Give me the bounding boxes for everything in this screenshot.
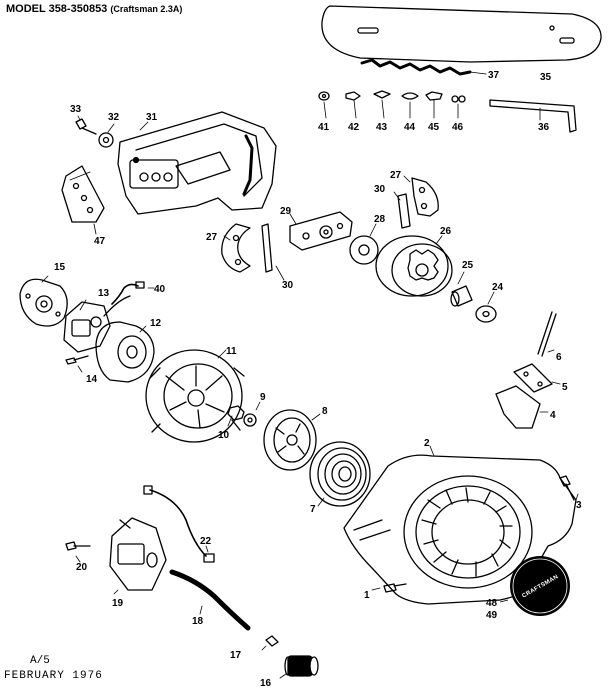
model-number: MODEL 358-350853 <box>6 3 108 15</box>
guide-bar <box>321 5 602 63</box>
callout-46: 46 <box>452 122 464 133</box>
callout-48: 48 <box>486 598 498 609</box>
callout-45: 45 <box>428 122 440 133</box>
magneto-screw <box>65 355 89 365</box>
callout-26: 26 <box>440 226 452 237</box>
callout-19: 19 <box>112 598 124 609</box>
callout-4: 4 <box>550 410 556 421</box>
carburetor <box>109 517 167 591</box>
hex-key <box>489 99 577 133</box>
clutch-shoe-right <box>411 177 439 217</box>
flywheel-washer <box>243 413 257 427</box>
model-header: MODEL 358-350853 (Craftsman 2.3A) <box>6 3 182 15</box>
callout-35: 35 <box>540 72 552 83</box>
callout-29: 29 <box>280 206 292 217</box>
chain-parts-row <box>318 90 466 119</box>
part-callouts: 1 2 3 4 5 6 7 8 9 10 11 12 13 14 15 16 1… <box>54 70 582 688</box>
clutch-spring-right <box>397 193 411 229</box>
craftsman-logo: CRAFTSMAN <box>499 556 570 616</box>
callout-40: 40 <box>154 284 166 295</box>
footer-code: A/5 <box>30 655 50 667</box>
callout-22: 22 <box>200 536 212 547</box>
callout-18: 18 <box>192 616 204 627</box>
callout-42: 42 <box>348 122 360 133</box>
carburetor-screw <box>65 541 91 551</box>
starter-grip <box>495 385 541 429</box>
callout-7: 7 <box>310 504 316 515</box>
callout-9: 9 <box>260 392 266 403</box>
callout-32: 32 <box>108 112 120 123</box>
recoil-spring <box>309 441 371 507</box>
crankcase <box>95 321 155 383</box>
callout-28: 28 <box>374 214 386 225</box>
callout-30-right: 30 <box>374 184 386 195</box>
washer <box>98 132 114 148</box>
callout-36: 36 <box>538 122 550 133</box>
callout-20: 20 <box>76 562 88 573</box>
footer-date: FEBRUARY 1976 <box>4 670 103 682</box>
callout-16: 16 <box>260 678 272 688</box>
callout-30-left: 30 <box>282 280 294 291</box>
saw-chain <box>360 58 472 76</box>
callout-37: 37 <box>488 70 500 81</box>
screw <box>75 118 97 135</box>
choke-rod <box>537 311 557 357</box>
magneto-assembly <box>63 295 131 353</box>
callout-10: 10 <box>218 430 230 441</box>
needle-bearing <box>451 285 473 307</box>
housing-screw-left <box>383 583 407 593</box>
starter-housing <box>343 454 577 605</box>
sprocket-washer <box>475 305 497 323</box>
callout-14: 14 <box>86 374 98 385</box>
clutch-shoe-left <box>221 223 251 273</box>
housing-screw-right <box>559 475 575 501</box>
ignition-module <box>19 278 68 327</box>
callout-6: 6 <box>556 352 562 363</box>
callout-5: 5 <box>562 382 568 393</box>
callout-33: 33 <box>70 104 82 115</box>
callout-49: 49 <box>486 610 498 621</box>
clutch-washer <box>349 235 379 265</box>
ignition-wire <box>111 283 139 305</box>
callout-27-right: 27 <box>390 170 402 181</box>
spark-wire <box>149 489 207 557</box>
callout-24: 24 <box>492 282 504 293</box>
callout-47: 47 <box>94 236 106 247</box>
flywheel <box>145 349 245 443</box>
callout-15: 15 <box>54 262 66 273</box>
sprocket-cover <box>117 111 277 215</box>
callout-27-left: 27 <box>206 232 218 243</box>
callout-31: 31 <box>146 112 158 123</box>
callout-2: 2 <box>424 438 430 449</box>
starter-pulley <box>263 409 317 471</box>
fuel-hose <box>169 569 251 631</box>
callout-3: 3 <box>576 500 582 511</box>
model-variant: (Craftsman 2.3A) <box>110 4 183 14</box>
callout-11: 11 <box>226 346 237 357</box>
callout-41: 41 <box>318 122 330 133</box>
callout-8: 8 <box>322 406 328 417</box>
clutch-drum <box>375 235 453 297</box>
callout-43: 43 <box>376 122 388 133</box>
callout-44: 44 <box>404 122 416 133</box>
callout-1: 1 <box>364 590 370 601</box>
insulator-plate <box>513 363 553 393</box>
chain-plate <box>61 165 105 223</box>
callout-25: 25 <box>462 260 474 271</box>
hose-clip <box>265 635 279 647</box>
flywheel-nut <box>227 405 245 421</box>
clutch-hub <box>289 211 353 251</box>
fuel-filter <box>284 655 319 677</box>
callout-12: 12 <box>150 318 162 329</box>
callout-17: 17 <box>230 650 242 661</box>
callout-13: 13 <box>98 288 110 299</box>
clutch-spring-left <box>261 223 273 273</box>
